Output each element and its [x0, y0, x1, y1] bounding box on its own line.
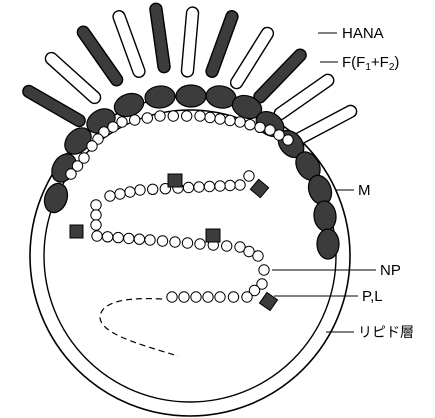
label-hana: HANA: [342, 25, 384, 42]
hana-spike: [204, 9, 239, 79]
np-bead: [91, 220, 101, 230]
label-f: F(F1+F2): [342, 54, 399, 73]
label-pl: P,L: [362, 288, 383, 305]
np-bead: [179, 292, 189, 302]
np-bead: [102, 232, 112, 242]
np-bead: [168, 111, 178, 121]
np-bead: [91, 210, 101, 220]
np-bead: [125, 187, 135, 197]
np-bead: [155, 111, 165, 121]
np-bead: [182, 238, 192, 248]
np-bead: [244, 171, 254, 181]
np-bead: [228, 292, 238, 302]
np-bead: [225, 115, 235, 125]
hana-spike: [149, 3, 171, 74]
matrix-protein: [317, 229, 339, 259]
np-bead: [87, 141, 97, 151]
np-bead: [167, 292, 177, 302]
np-bead: [235, 180, 245, 190]
np-bead: [253, 251, 263, 261]
np-bead: [157, 236, 167, 246]
matrix-protein: [176, 85, 206, 107]
np-bead: [215, 292, 225, 302]
np-bead: [235, 117, 245, 127]
np-bead: [242, 292, 252, 302]
np-bead: [195, 239, 205, 249]
np-bead: [183, 182, 193, 192]
np-bead: [194, 182, 204, 192]
np-bead: [265, 125, 275, 135]
np-bead: [66, 169, 76, 179]
np-bead: [191, 292, 201, 302]
np-bead: [259, 265, 269, 275]
np-bead: [91, 200, 101, 210]
np-bead: [115, 189, 125, 199]
polymerase-square: [70, 225, 83, 238]
np-bead: [170, 237, 180, 247]
label-lipid-layer: リピド層: [358, 325, 414, 341]
np-bead: [124, 233, 134, 243]
np-bead: [134, 234, 144, 244]
label-m: M: [358, 182, 371, 199]
np-bead: [182, 111, 192, 121]
np-bead: [142, 113, 152, 123]
np-bead: [205, 112, 215, 122]
np-bead: [148, 184, 158, 194]
np-bead: [222, 241, 232, 251]
np-bead: [105, 191, 115, 201]
np-bead: [113, 232, 123, 242]
np-bead: [204, 181, 214, 191]
np-bead: [225, 180, 235, 190]
label-np: NP: [380, 262, 401, 279]
f-spike: [181, 7, 199, 78]
np-bead: [135, 185, 145, 195]
np-bead: [215, 114, 225, 124]
np-bead: [130, 115, 140, 125]
np-bead: [92, 231, 102, 241]
np-bead: [203, 292, 213, 302]
np-bead: [145, 235, 155, 245]
polymerase-square: [206, 229, 220, 242]
np-bead: [195, 111, 205, 121]
np-bead: [215, 181, 225, 191]
np-bead: [255, 122, 265, 132]
np-bead: [245, 120, 255, 130]
polymerase-square: [168, 174, 182, 187]
